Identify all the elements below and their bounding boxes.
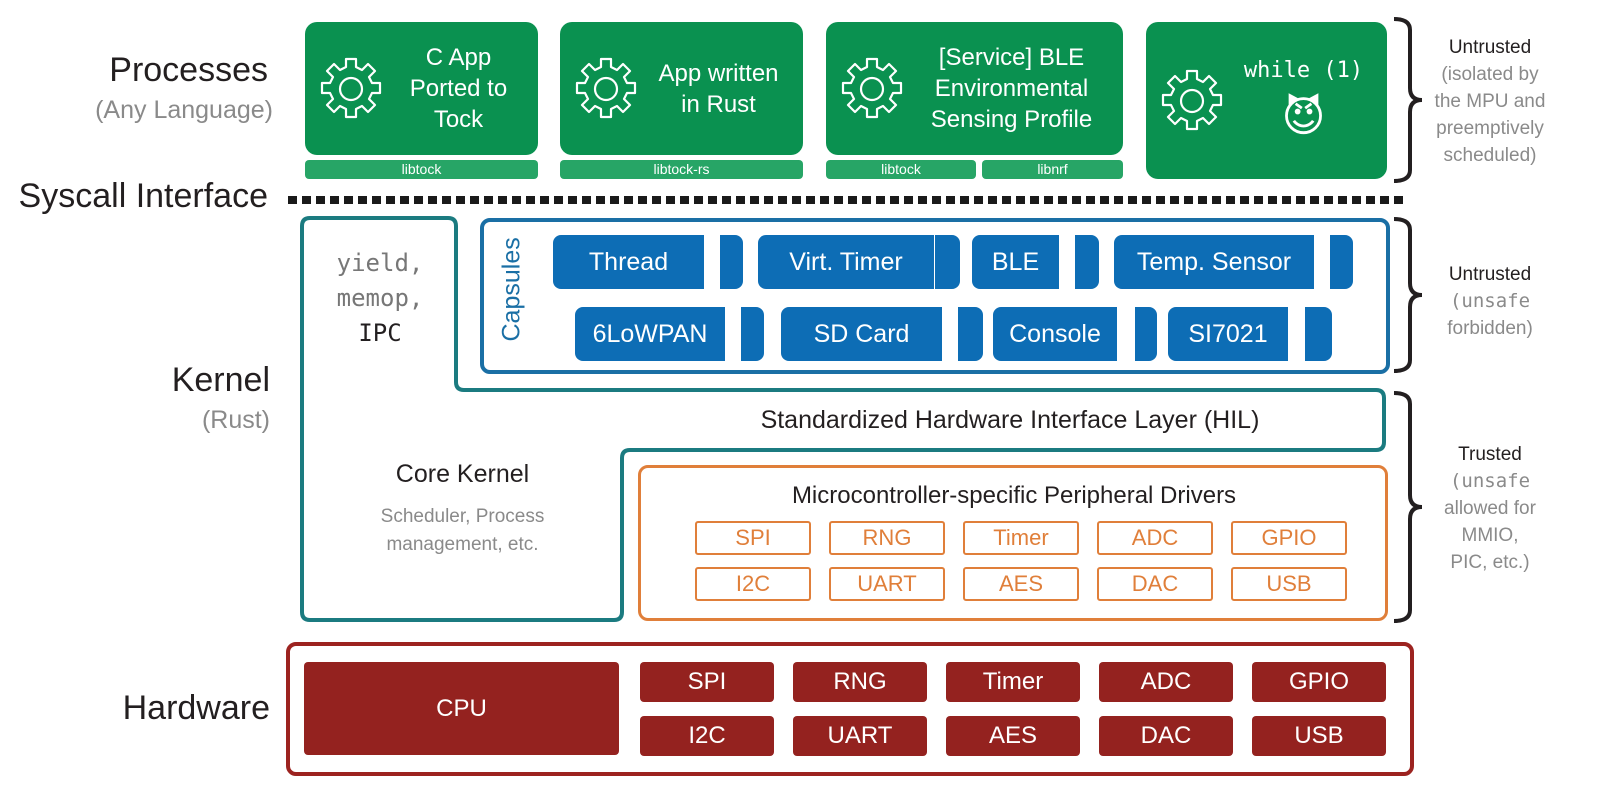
capsule-connector-tab — [1330, 235, 1353, 289]
capsules-trust-bracket — [1393, 217, 1423, 373]
gear-icon — [315, 53, 387, 125]
core-trust-bracket — [1393, 391, 1423, 623]
trust-line: allowed for — [1444, 498, 1536, 519]
peripheral-driver: DAC — [1097, 567, 1213, 601]
peripheral-driver: ADC — [1097, 521, 1213, 555]
process-code: while (1) — [1243, 58, 1364, 83]
processes-layer-subtitle: (Any Language) — [95, 96, 273, 124]
capsule-connector-tab — [958, 307, 983, 361]
core-kernel-description: Scheduler, Process management, etc. — [320, 503, 605, 559]
library-label: libtock-rs — [560, 160, 803, 179]
hardware-peripheral: SPI — [640, 662, 774, 702]
hardware-peripheral: USB — [1252, 716, 1386, 756]
trust-code: (unsafe — [1449, 290, 1531, 312]
capsule: BLE — [972, 235, 1059, 289]
peripheral-drivers-title: Microcontroller-specific Peripheral Driv… — [791, 482, 1237, 509]
trust-line: PIC, etc.) — [1450, 552, 1530, 573]
capsule-connector-tab — [720, 235, 743, 289]
hardware-box — [286, 642, 1414, 776]
trust-heading: Untrusted — [1448, 37, 1532, 58]
hardware-peripheral: DAC — [1099, 716, 1233, 756]
capsule-connector-tab — [1305, 307, 1332, 361]
peripheral-driver: AES — [963, 567, 1079, 601]
trust-heading: Untrusted — [1448, 264, 1532, 285]
trust-code: (unsafe — [1449, 470, 1531, 492]
kernel-layer-title: Kernel — [171, 361, 270, 399]
peripheral-driver: GPIO — [1231, 521, 1347, 555]
processes-trust-label: Untrusted (isolated by the MPU and preem… — [1420, 34, 1560, 169]
hardware-layer-title: Hardware — [122, 689, 270, 727]
core-desc-line: management, etc. — [386, 534, 539, 555]
trust-line: MMIO, — [1461, 525, 1519, 546]
kernel-layer-subtitle: (Rust) — [201, 406, 270, 434]
capsule-connector-tab — [1075, 235, 1099, 289]
devil-emoji-icon: 😈 — [1281, 93, 1326, 140]
hardware-peripheral: UART — [793, 716, 927, 756]
kernel-outline — [300, 216, 1386, 622]
syscall-ipc: IPC — [358, 319, 402, 347]
trust-heading: Trusted — [1458, 444, 1522, 465]
hardware-peripheral: I2C — [640, 716, 774, 756]
core-trust-label: Trusted (unsafe allowed for MMIO, PIC, e… — [1420, 441, 1560, 576]
peripheral-driver: USB — [1231, 567, 1347, 601]
library-label: libtock — [305, 160, 538, 179]
processes-trust-bracket — [1393, 17, 1423, 183]
syscall-memop: memop, — [336, 284, 424, 312]
syscall-yield: yield, — [336, 249, 424, 277]
peripheral-driver: UART — [829, 567, 945, 601]
capsule: SD Card — [781, 307, 942, 361]
hardware-peripheral: Timer — [946, 662, 1080, 702]
process-box: while (1) 😈 — [1146, 22, 1387, 179]
hardware-cpu: CPU — [304, 662, 619, 755]
capsules-trust-label: Untrusted (unsafe forbidden) — [1420, 261, 1560, 342]
hil-label: Standardized Hardware Interface Layer (H… — [760, 406, 1260, 434]
trust-line: forbidden) — [1447, 318, 1533, 339]
library-label: libnrf — [982, 160, 1123, 179]
capsules-label: Capsules — [497, 237, 526, 342]
gear-icon — [836, 53, 908, 125]
trust-line: preemptively — [1436, 118, 1544, 139]
hardware-peripheral: ADC — [1099, 662, 1233, 702]
trust-line: (isolated by — [1441, 64, 1539, 85]
hardware-peripheral: GPIO — [1252, 662, 1386, 702]
peripheral-driver: I2C — [695, 567, 811, 601]
peripheral-driver: SPI — [695, 521, 811, 555]
capsule: Temp. Sensor — [1114, 235, 1314, 289]
capsule-connector-tab — [935, 235, 960, 289]
core-kernel-title: Core Kernel — [395, 460, 530, 488]
capsule: Virt. Timer — [758, 235, 934, 289]
capsule: 6LoWPAN — [575, 307, 725, 361]
hardware-peripheral: AES — [946, 716, 1080, 756]
kernel-syscall-list: yield, memop, IPC — [320, 246, 440, 351]
core-desc-line: Scheduler, Process — [380, 506, 545, 527]
capsule: Console — [993, 307, 1117, 361]
gear-icon — [570, 53, 642, 125]
capsule: Thread — [553, 235, 704, 289]
peripheral-driver: RNG — [829, 521, 945, 555]
trust-line: scheduled) — [1443, 145, 1537, 166]
peripheral-drivers-box — [638, 465, 1388, 621]
gear-icon — [1156, 65, 1228, 137]
capsule-connector-tab — [741, 307, 764, 361]
library-label: libtock — [826, 160, 976, 179]
syscall-interface-title: Syscall Interface — [18, 177, 268, 215]
syscall-interface-divider — [288, 196, 1408, 204]
process-label: while (1) 😈 — [1228, 22, 1379, 179]
capsule: SI7021 — [1168, 307, 1288, 361]
capsule-connector-tab — [1135, 307, 1157, 361]
hardware-peripheral: RNG — [793, 662, 927, 702]
trust-line: the MPU and — [1434, 91, 1546, 112]
processes-layer-title: Processes — [109, 51, 268, 89]
peripheral-driver: Timer — [963, 521, 1079, 555]
